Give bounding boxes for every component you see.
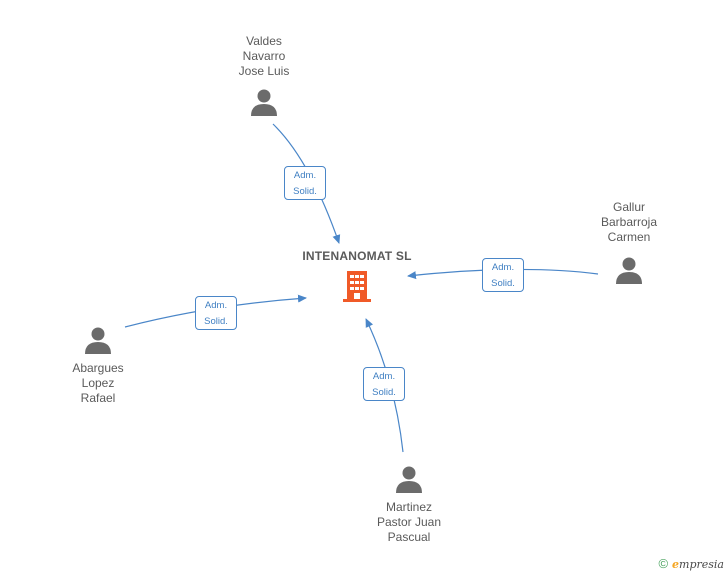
role-label: Adm. xyxy=(491,262,515,273)
person-name-line: Pascual xyxy=(387,530,431,544)
person-name-line: Valdes xyxy=(246,34,282,48)
person-node-martinez[interactable]: Martinez Pastor Juan Pascual xyxy=(349,464,469,545)
person-icon xyxy=(85,327,111,354)
company-name: INTENANOMAT SL xyxy=(302,249,412,263)
role-label: Solid. xyxy=(293,186,317,197)
person-name-line: Gallur xyxy=(612,200,645,214)
role-badge-valdes[interactable]: Adm. Solid. xyxy=(284,166,326,200)
copyright-icon: © xyxy=(658,556,669,571)
role-badge-abargues[interactable]: Adm. Solid. xyxy=(195,296,237,330)
person-name-line: Martinez xyxy=(385,500,432,514)
person-icon xyxy=(396,466,422,493)
person-icon xyxy=(616,257,642,284)
role-badge-martinez[interactable]: Adm. Solid. xyxy=(363,367,405,401)
role-label: Solid. xyxy=(372,387,396,398)
person-node-abargues[interactable]: Abargues Lopez Rafael xyxy=(38,325,158,406)
role-label: Adm. xyxy=(204,300,228,311)
person-name-line: Pastor Juan xyxy=(376,515,442,529)
person-name-line: Rafael xyxy=(80,391,116,405)
person-name-line: Abargues xyxy=(72,361,124,375)
person-name-line: Lopez xyxy=(81,376,115,390)
person-name-line: Carmen xyxy=(607,230,651,244)
person-node-valdes[interactable]: Valdes Navarro Jose Luis xyxy=(204,34,324,117)
person-name-line: Barbarroja xyxy=(600,215,658,229)
person-name-line: Jose Luis xyxy=(238,64,290,78)
role-label: Solid. xyxy=(491,278,515,289)
role-label: Adm. xyxy=(293,170,317,181)
building-icon xyxy=(343,271,371,302)
brand-logo: empresia xyxy=(672,558,724,571)
role-badge-gallur[interactable]: Adm. Solid. xyxy=(482,258,524,292)
person-node-gallur[interactable]: Gallur Barbarroja Carmen xyxy=(569,200,689,285)
role-label: Solid. xyxy=(204,316,228,327)
person-name-line: Navarro xyxy=(242,49,286,63)
person-icon xyxy=(251,89,277,116)
company-node[interactable]: INTENANOMAT SL xyxy=(297,249,417,303)
role-label: Adm. xyxy=(372,371,396,382)
footer-brand[interactable]: ©empresia xyxy=(658,556,724,571)
